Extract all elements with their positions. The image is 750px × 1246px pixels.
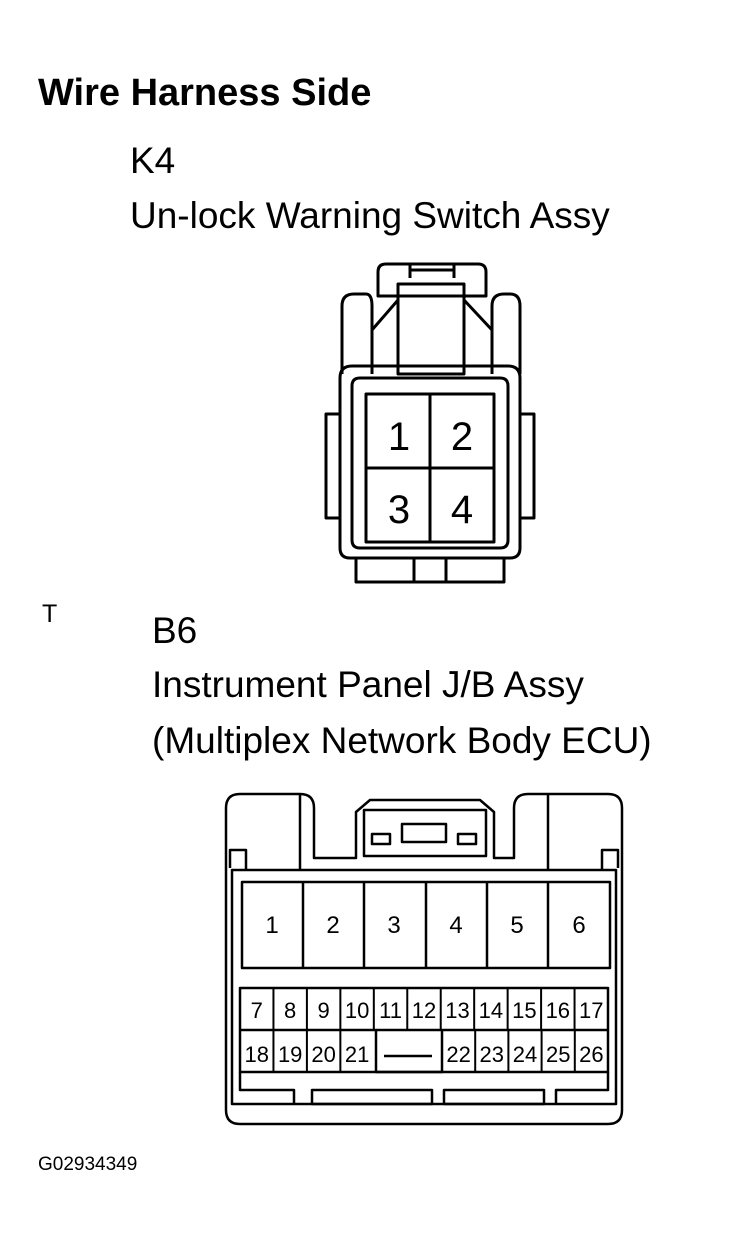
b6-pin-5: 5 (510, 912, 523, 939)
k4-pin-2: 2 (451, 415, 473, 459)
b6-connector-name-line2: (Multiplex Network Body ECU) (152, 720, 652, 761)
b6-pin-6: 6 (572, 912, 585, 939)
b6-connector-code: B6 (152, 610, 198, 651)
figure-id: G02934349 (38, 1154, 138, 1175)
b6-pin-26: 26 (579, 1042, 603, 1067)
b6-pin-21: 21 (345, 1042, 369, 1067)
b6-pin-24: 24 (513, 1042, 537, 1067)
b6-pin-15: 15 (512, 998, 536, 1023)
b6-pin-1: 1 (265, 912, 278, 939)
k4-connector-name: Un-lock Warning Switch Assy (130, 195, 610, 236)
b6-pin-11: 11 (379, 998, 402, 1023)
b6-pin-7: 7 (251, 998, 263, 1023)
k4-pin-1: 1 (388, 415, 410, 459)
b6-pin-13: 13 (445, 998, 469, 1023)
k4-connector-code: K4 (130, 140, 176, 181)
k4-pin-3: 3 (388, 488, 410, 532)
b6-pin-22: 22 (446, 1042, 470, 1067)
b6-pin-8: 8 (284, 998, 296, 1023)
b6-pin-23: 23 (480, 1042, 504, 1067)
page-heading: Wire Harness Side (38, 72, 372, 114)
b6-pin-3: 3 (387, 912, 400, 939)
t-marker: T (42, 600, 58, 628)
b6-pin-10: 10 (345, 998, 369, 1023)
b6-pin-20: 20 (311, 1042, 335, 1067)
b6-pin-12: 12 (412, 998, 436, 1023)
b6-pin-18: 18 (244, 1042, 268, 1067)
b6-pin-19: 19 (278, 1042, 302, 1067)
b6-pin-16: 16 (546, 998, 570, 1023)
b6-connector-name-line1: Instrument Panel J/B Assy (152, 664, 584, 705)
b6-pin-4: 4 (449, 912, 462, 939)
k4-pin-4: 4 (451, 488, 473, 532)
b6-pin-2: 2 (326, 912, 339, 939)
b6-pin-25: 25 (546, 1042, 570, 1067)
b6-pin-9: 9 (318, 998, 330, 1023)
b6-pin-17: 17 (579, 998, 603, 1023)
b6-pin-14: 14 (479, 998, 503, 1023)
